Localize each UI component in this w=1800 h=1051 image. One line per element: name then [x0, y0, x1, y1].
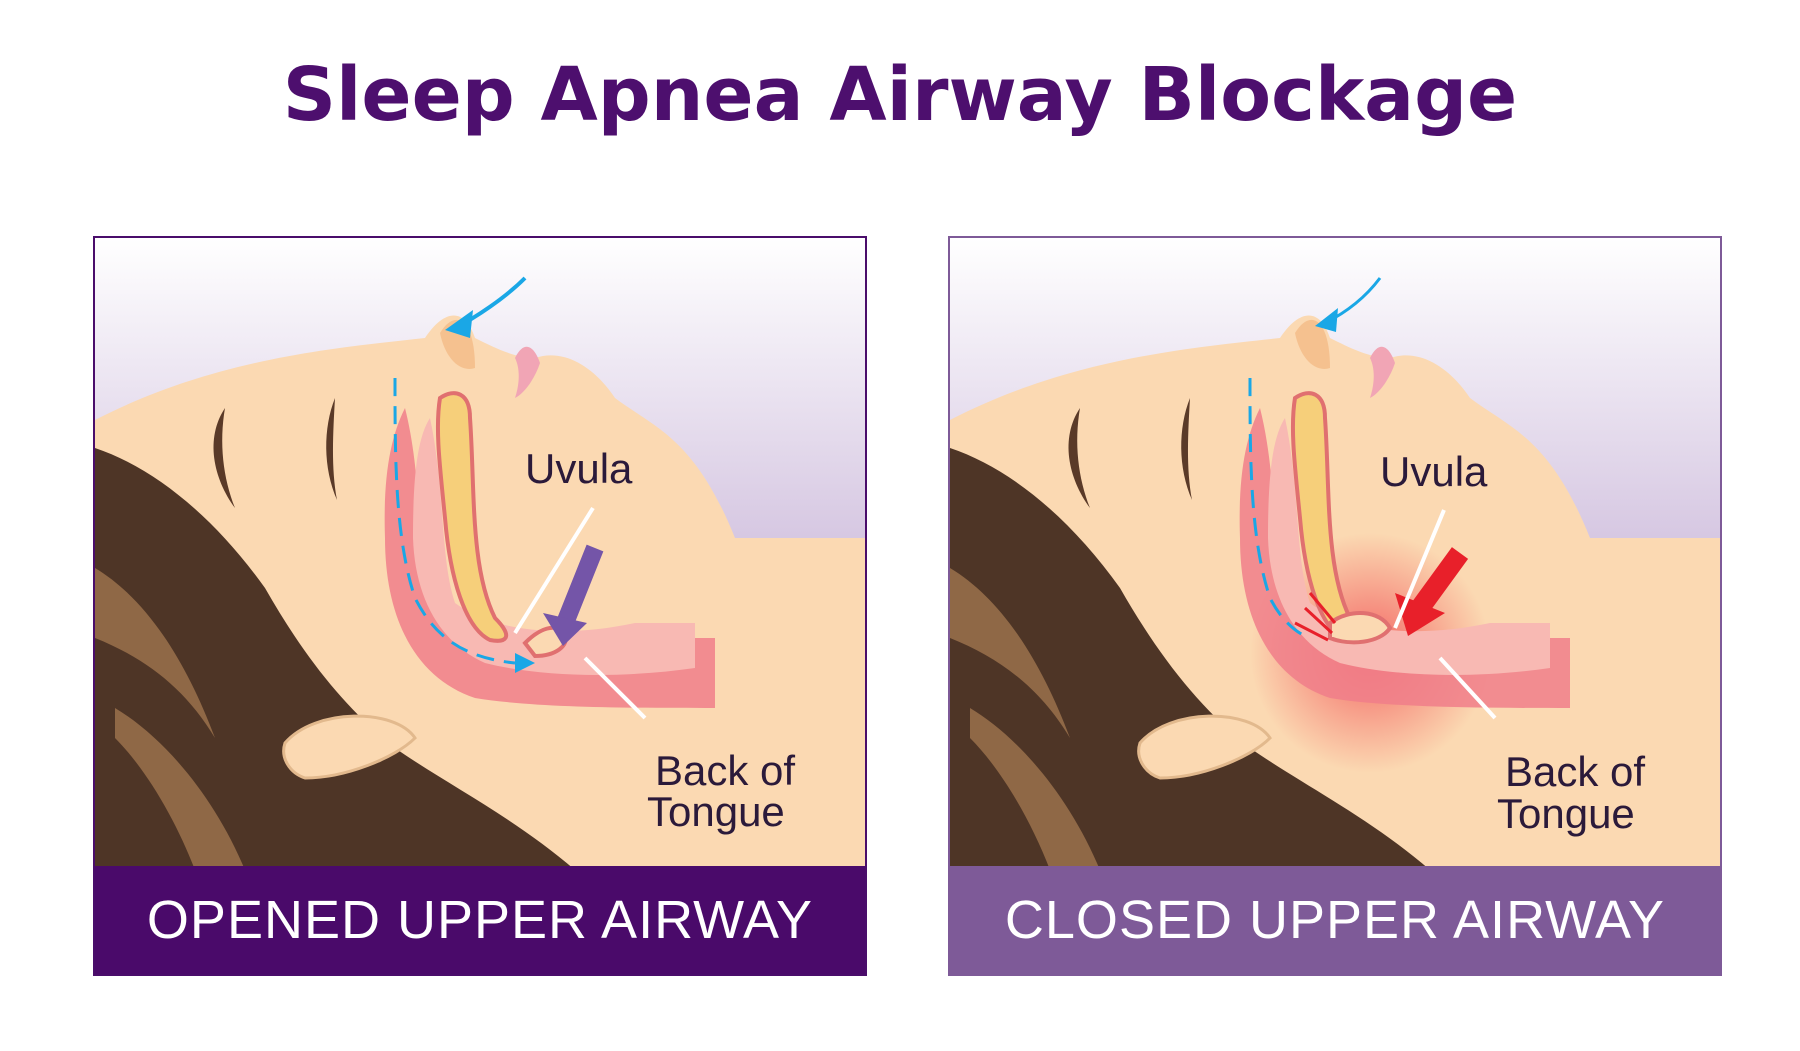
pressure-arrow	[1395, 547, 1469, 636]
tongue-label-line2: Tongue	[647, 788, 785, 835]
inhale-arrowhead	[1315, 308, 1338, 332]
closed-airway-illustration: Uvula Back of Tongue	[950, 238, 1720, 870]
tongue-leader	[1438, 656, 1497, 720]
tongue-leader	[583, 656, 647, 720]
blocked-flow-arrows	[1294, 592, 1337, 642]
airway-lumen	[413, 418, 695, 675]
uvula-label: Uvula	[525, 445, 633, 492]
airflow-arrowhead	[515, 653, 535, 673]
palate	[435, 391, 509, 643]
lips	[1370, 346, 1395, 398]
eyebrow	[1068, 408, 1090, 508]
tongue-label-line1: Back of	[1505, 748, 1645, 795]
closed-airway-panel: Uvula Back of Tongue CLOSED UPPER AIRWAY	[948, 236, 1722, 976]
closed-airway-caption: CLOSED UPPER AIRWAY	[950, 866, 1720, 974]
page-title: Sleep Apnea Airway Blockage	[282, 52, 1518, 138]
airflow-path	[1248, 377, 1311, 640]
inhale-arrowhead	[445, 310, 473, 338]
airway	[384, 408, 715, 708]
tongue-label-line2: Tongue	[1497, 790, 1635, 837]
opened-airway-illustration: Uvula Back of Tongue	[95, 238, 865, 870]
hair	[95, 448, 575, 870]
ear	[282, 714, 417, 780]
hair-strands	[95, 568, 245, 870]
uvula-leader	[513, 506, 595, 635]
hair-strands	[950, 568, 1100, 870]
airway-lumen	[1268, 418, 1550, 675]
closed-eye	[326, 398, 337, 500]
nose	[1295, 319, 1330, 369]
opened-airway-panel: Uvula Back of Tongue OPENED UPPER AIRWAY	[93, 236, 867, 976]
opened-airway-caption: OPENED UPPER AIRWAY	[95, 866, 865, 974]
lips	[515, 346, 540, 398]
tongue-label-line1: Back of	[655, 747, 795, 794]
pressure-arrow	[543, 544, 604, 646]
airflow-path	[393, 377, 516, 665]
eyebrow	[213, 408, 235, 508]
closed-eye	[1181, 398, 1192, 500]
back-of-tongue	[1328, 610, 1393, 645]
ear	[1137, 714, 1272, 780]
airway	[1239, 408, 1570, 708]
hair	[950, 448, 1430, 870]
uvula-leader	[1393, 509, 1446, 629]
uvula-label: Uvula	[1380, 448, 1488, 495]
